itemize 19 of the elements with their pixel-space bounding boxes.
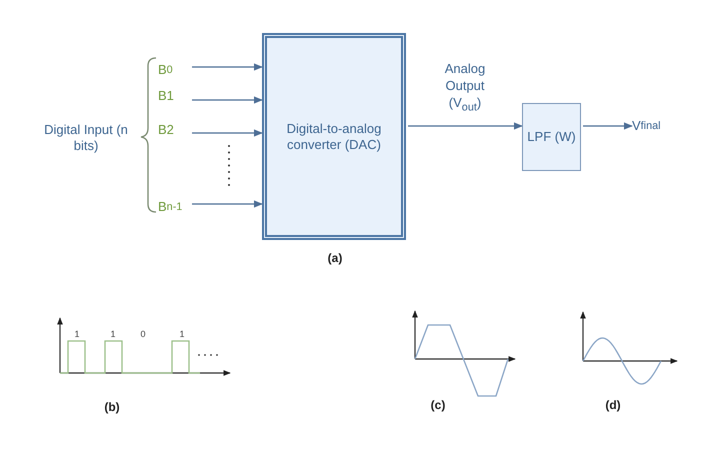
bit-value: 0: [139, 329, 146, 339]
caption-label: (c): [430, 398, 446, 412]
bit-label: B1: [158, 86, 188, 106]
arrow: [583, 122, 633, 130]
input-label: Digital Input (n bits): [40, 118, 132, 158]
caption-label: (b): [103, 400, 121, 414]
bit-value: 1: [178, 329, 186, 339]
caption-label: (d): [604, 398, 622, 412]
arrow: [192, 129, 263, 137]
bit-value: 1: [73, 329, 80, 339]
converter-box: Digital-to-analog converter (DAC): [262, 33, 406, 240]
arrow: [192, 96, 263, 104]
arrow: [192, 200, 263, 208]
bit-label: B2: [158, 120, 188, 140]
arrow: [408, 122, 523, 130]
caption-label: (a): [326, 251, 344, 265]
arrow: [192, 63, 263, 71]
filter-box: LPF (W): [522, 103, 581, 171]
bit-value: 1: [109, 329, 116, 339]
